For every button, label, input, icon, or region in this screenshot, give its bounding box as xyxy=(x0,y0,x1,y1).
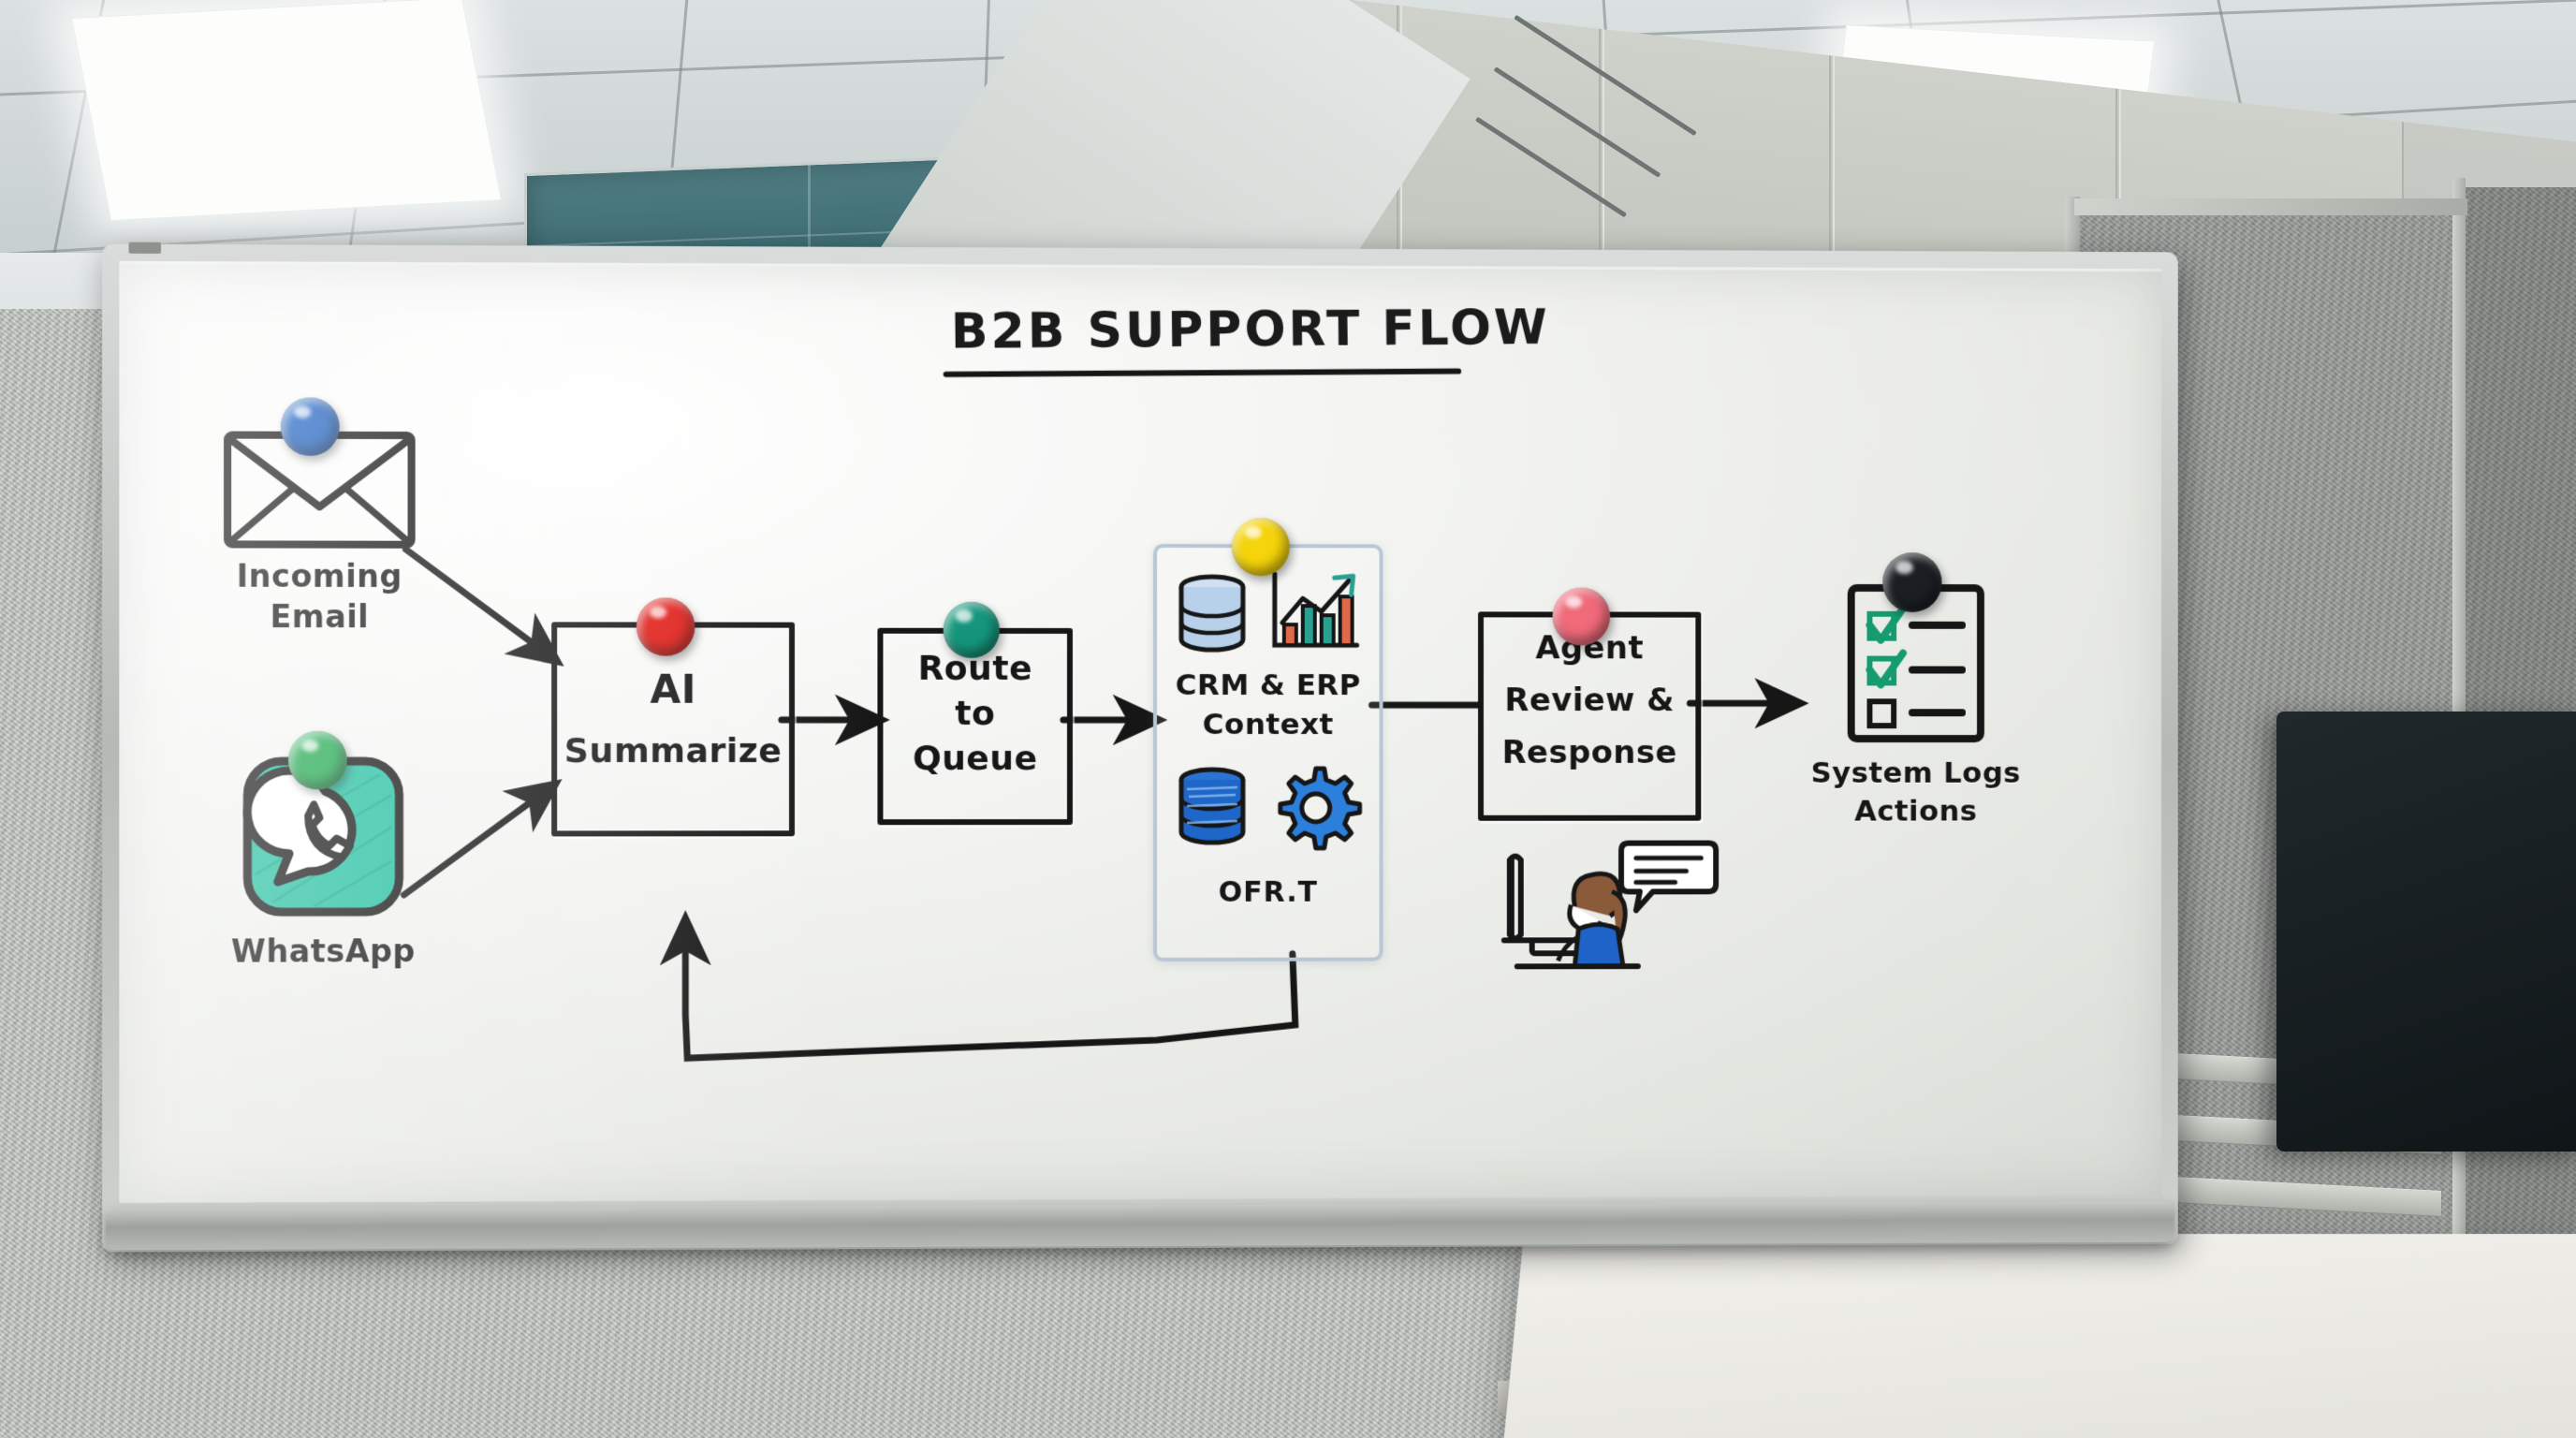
bar-chart-growth-icon xyxy=(1266,570,1363,656)
node-label-line2: Review & xyxy=(1504,682,1676,720)
node-label-line3: Response xyxy=(1501,734,1677,771)
whiteboard-surface[interactable]: B2B SUPPORT FLOW xyxy=(119,261,2161,1203)
node-label-line3: Queue xyxy=(912,739,1038,779)
magnet-red[interactable] xyxy=(636,597,695,656)
gear-icon xyxy=(1271,763,1361,853)
panel-trim-top xyxy=(2074,198,2467,215)
node-label-line2: to xyxy=(955,694,996,733)
whiteboard[interactable]: B2B SUPPORT FLOW xyxy=(102,244,2178,1253)
node-label-line2: Actions xyxy=(1854,794,1978,829)
node-label-line1: Incoming xyxy=(236,557,402,595)
database-light-icon xyxy=(1178,574,1247,653)
magnet-black[interactable] xyxy=(1882,552,1942,612)
magnet-blue[interactable] xyxy=(280,397,340,457)
node-label-line2: Email xyxy=(270,597,370,636)
ceiling-light-panel xyxy=(71,0,502,222)
node-label-line1: CRM & ERP xyxy=(1175,668,1361,703)
whiteboard-pen-tray[interactable] xyxy=(106,1201,2174,1251)
node-crm-erp-context[interactable]: CRM & ERP Context O xyxy=(1152,544,1383,961)
node-label-line1: System Logs xyxy=(1810,756,2021,790)
board-clip xyxy=(128,242,162,254)
magnet-teal[interactable] xyxy=(943,601,1000,658)
magnet-yellow[interactable] xyxy=(1231,518,1290,577)
node-label-line1: WhatsApp xyxy=(230,932,416,970)
whiteboard-frame: B2B SUPPORT FLOW xyxy=(102,244,2178,1253)
node-label-line2: Summarize xyxy=(564,731,783,771)
node-label-line1: AI xyxy=(650,666,696,712)
magnet-pink[interactable] xyxy=(1552,587,1611,646)
magnet-green[interactable] xyxy=(287,730,347,790)
person-at-computer-icon xyxy=(1489,827,1721,986)
node-label-line2: Context xyxy=(1202,708,1334,742)
node-label-line3: OFR.T xyxy=(1218,875,1318,909)
database-blue-icon xyxy=(1178,767,1247,845)
desk-surface xyxy=(1502,1234,2576,1438)
computer-monitor xyxy=(2276,712,2576,1152)
